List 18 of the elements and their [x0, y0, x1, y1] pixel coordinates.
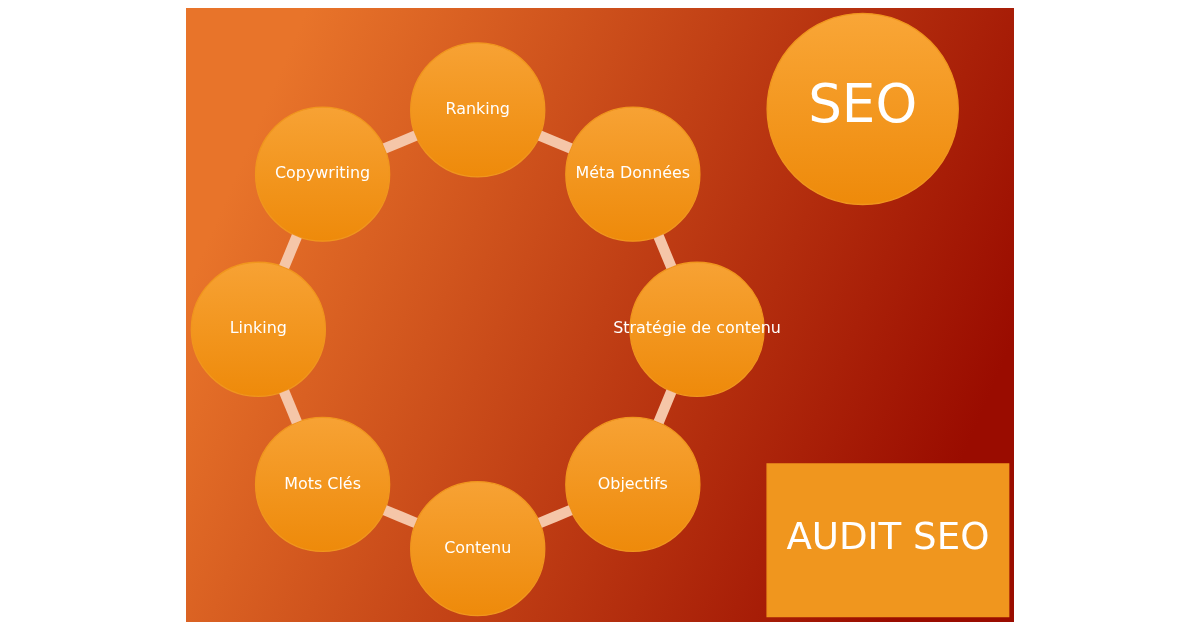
connector	[653, 234, 677, 270]
node-circle: Contenu	[410, 480, 546, 617]
connector	[537, 505, 573, 528]
node-circle: Mots Clés	[254, 416, 391, 553]
node-label: Stratégie de contenu	[613, 318, 781, 338]
node-circle: Objectifs	[565, 416, 701, 553]
node-circle: SEO	[766, 12, 959, 206]
connector	[279, 234, 302, 270]
connector	[279, 389, 302, 425]
connector	[382, 130, 418, 154]
node-box: AUDIT SEO	[766, 463, 1010, 618]
connector	[537, 130, 573, 154]
connector	[653, 389, 677, 425]
connector	[382, 505, 418, 528]
node-circle: Méta Données	[565, 106, 701, 242]
node-circle: Ranking	[410, 42, 546, 178]
node-circle: Copywriting	[254, 106, 391, 242]
node-circle: Linking	[190, 261, 327, 397]
